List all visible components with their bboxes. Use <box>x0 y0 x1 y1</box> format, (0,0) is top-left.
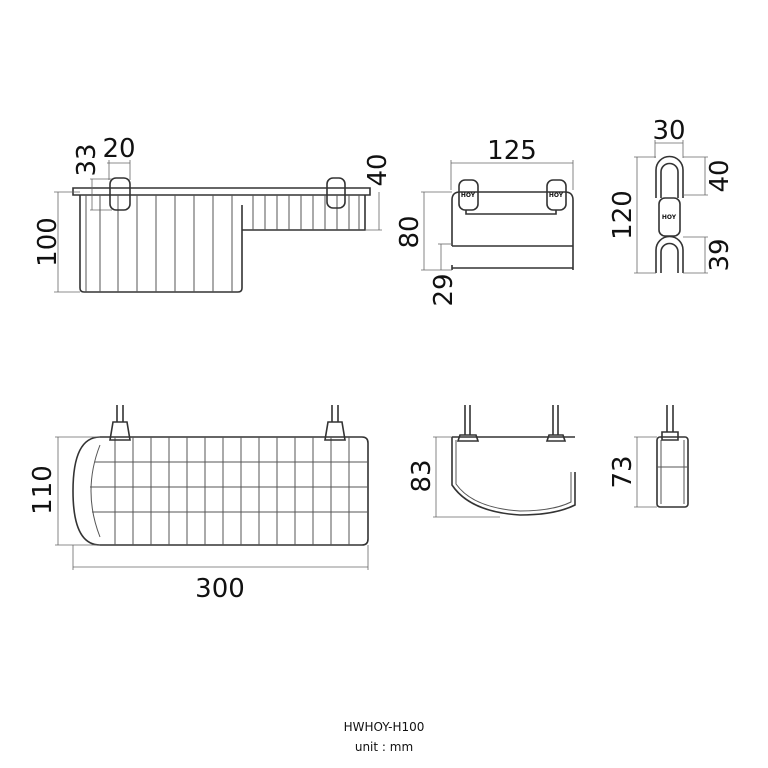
svg-text:HOY: HOY <box>461 192 476 199</box>
screw-left <box>109 405 131 441</box>
dim-width-125: 125 <box>487 136 537 166</box>
dim-hook-width-20: 20 <box>102 134 135 164</box>
hook-right <box>326 177 346 209</box>
hook-left <box>109 177 131 211</box>
svg-text:HOY: HOY <box>662 214 677 221</box>
dim-hook-height-33: 33 <box>72 143 102 176</box>
dim-height-80: 80 <box>395 215 425 248</box>
dim-height-73: 73 <box>608 455 638 488</box>
dim-depth-110: 110 <box>28 465 58 515</box>
front-view: 100 33 20 40 <box>33 134 393 293</box>
plan-view: 110 300 <box>28 405 369 604</box>
svg-text:HOY: HOY <box>549 192 564 199</box>
model-number: HWHOY-H100 <box>343 720 425 734</box>
dim-height-100: 100 <box>33 217 63 267</box>
dim-height-120: 120 <box>608 190 638 240</box>
side-profile-view: 83 <box>407 405 576 518</box>
dim-width-30: 30 <box>652 116 685 146</box>
screw-right <box>324 405 346 441</box>
dim-bottom-loop-39: 39 <box>705 238 735 271</box>
end-view: 73 <box>608 405 689 508</box>
side-view: HOY HOY 125 80 29 <box>395 136 574 307</box>
dim-height-83: 83 <box>407 459 437 492</box>
dim-gap-29: 29 <box>429 273 459 306</box>
hook-tag-left <box>458 179 479 211</box>
hook-detail-view: HOY 30 120 40 39 <box>608 116 735 274</box>
unit-label: unit : mm <box>354 740 414 754</box>
dim-length-300: 300 <box>195 574 245 604</box>
dim-shelf-depth-40: 40 <box>363 153 393 186</box>
dim-top-loop-40: 40 <box>705 159 735 192</box>
hook-tag-right <box>546 179 567 211</box>
